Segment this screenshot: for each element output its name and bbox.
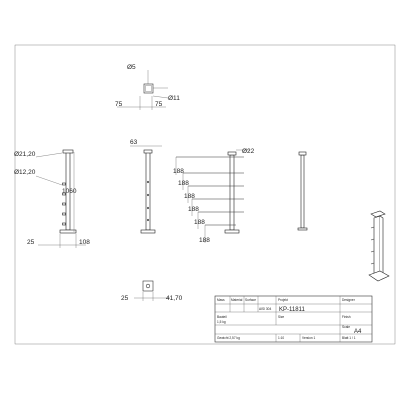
tb-header-finish: Finish [342,315,351,319]
tb-header-material: Material [231,298,243,302]
base-detail-dim25-label: 25 [121,295,129,302]
cable-spacing-5: 188 [194,219,205,226]
tb-footer-scale: 1:10 [278,336,284,340]
iso-post-side [379,215,384,275]
base-detail-hole [145,283,151,289]
iso-post-base [368,270,390,282]
top-detail-plate [143,83,154,94]
tb-header-mass: Mass [217,298,225,302]
iso-post-cap [370,210,386,218]
cable-post-base [224,229,240,234]
top-detail-inner [145,85,152,92]
tb-header-project: Projekt [278,298,288,302]
iso-post-fitting-3 [370,250,375,253]
tb-part-value: 1,5 kg [217,320,226,324]
front-post-hole-2 [146,193,150,197]
cable-post-cap [227,151,237,156]
tb-header-designer: Designer [342,298,356,302]
front-post-view: 63 [130,139,162,234]
side-post-dim108-label: 108 [79,239,90,246]
cable-spacing-3: 188 [184,193,195,200]
cable-spacing-4: 188 [188,206,199,213]
side-post-height-label: 1060 [62,188,77,195]
front-post-hole-4 [146,218,150,222]
side-post-fitting-2 [62,192,66,196]
tb-sheet-size: A4 [354,329,362,335]
tb-footer-sheet: Blatt 1 / 1 [342,336,356,340]
side-post-cap [62,149,74,154]
side-post-dim25-label: 25 [27,239,35,246]
tb-header-size: Size [278,315,284,319]
base-detail-view: 25 41,70 [121,280,183,302]
top-detail-dia5-label: Ø5 [127,64,136,71]
front-post-dim63-label: 63 [130,139,138,146]
side-post-leader-21 [35,152,63,158]
plain-post-view [297,151,308,231]
top-detail-dim75-left: 75 [115,101,123,108]
base-detail-plate [142,280,154,292]
side-post-base [59,229,77,234]
top-detail-view: Ø5 Ø11 75 75 [115,64,180,110]
tb-header-part: Bauteil [217,315,227,319]
tb-footer-version: Version 1 [302,336,316,340]
cable-spacing-6: 188 [199,237,210,244]
iso-post-body [373,215,381,275]
side-post-dia21-label: Ø21,20 [14,151,36,158]
side-post-fitting-4 [62,212,66,216]
side-post-dia12-label: Ø12,20 [14,169,36,176]
side-post-fitting-1 [62,182,66,186]
plain-post-body [300,154,305,229]
title-block: Mass Material Surface AISI 304 Projekt K… [214,295,373,343]
cable-spacing-2: 188 [178,180,189,187]
front-post-cap [143,149,153,154]
plain-post-cap [298,151,307,156]
iso-post-fitting-1 [370,226,375,229]
cable-post-body [229,154,235,231]
side-post-view: Ø21,20 Ø12,20 1060 25 108 [14,149,90,248]
cable-spacing-1: 188 [173,168,184,175]
cable-post-dia22-label: Ø22 [242,148,255,155]
tb-header-surface: Surface [245,298,256,302]
side-post-fitting-3 [62,202,66,206]
cable-post-view: Ø22 188 188 188 188 188 188 [173,148,255,244]
front-post-body [145,151,151,231]
tb-material-value: AISI 304 [259,307,271,311]
drawing-frame [14,44,396,345]
tb-footer-weight: Gewicht 2,57 kg [217,336,240,340]
side-post-leader-12 [35,175,63,186]
side-post-fitting-5 [62,222,66,226]
front-post-hole-3 [146,206,150,210]
top-detail-dim75-right: 75 [155,101,163,108]
tb-header-scale: Scale [342,325,350,329]
top-detail-dia11-label: Ø11 [168,95,180,102]
isometric-post-view [368,210,390,282]
base-detail-dim41-label: 41,70 [166,295,183,302]
tb-project-number: KP-11811 [279,307,305,313]
iso-post-fitting-2 [370,238,375,241]
iso-post-fitting-4 [370,262,375,265]
title-block-frame [214,295,373,343]
front-post-hole-1 [146,180,150,184]
top-detail-leader-down [152,95,169,99]
plain-post-base [297,227,308,231]
front-post-base [140,229,156,234]
